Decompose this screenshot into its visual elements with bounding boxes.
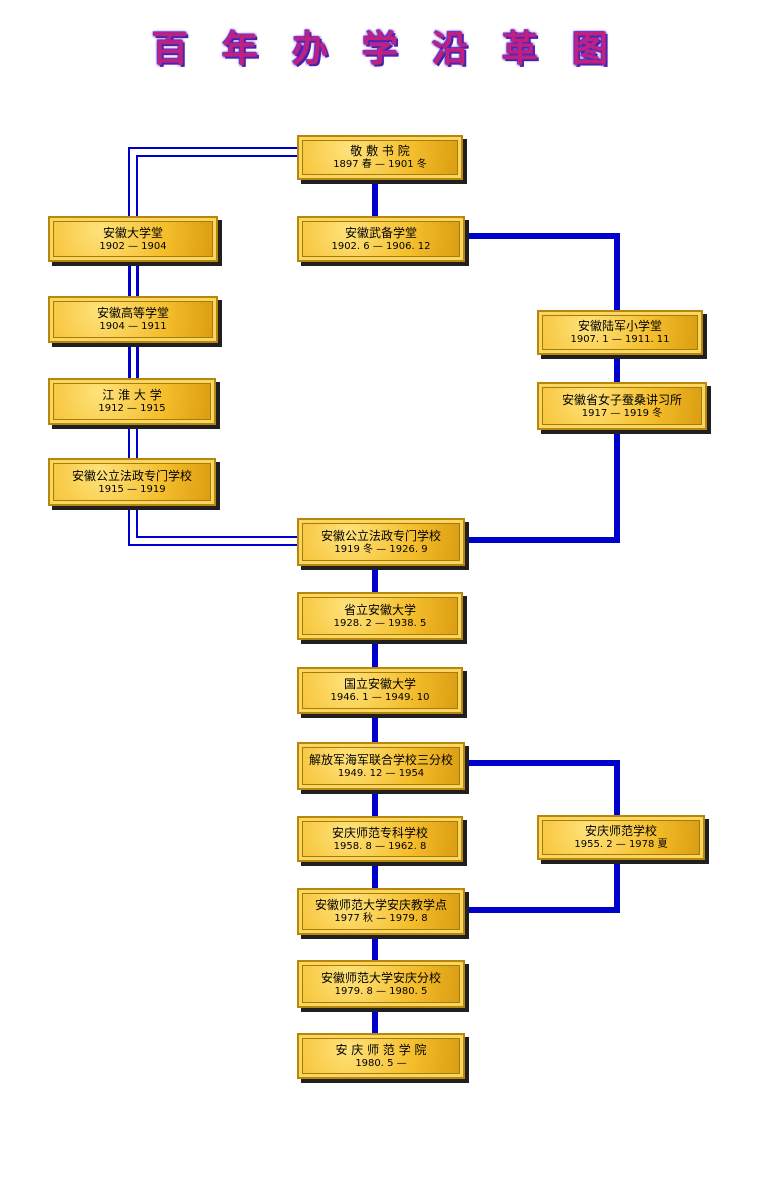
node-jianghuai: 江 淮 大 学 1912 — 1915 (48, 378, 216, 425)
node-shifanxuexiao: 安庆师范学校 1955. 2 — 1978 夏 (537, 815, 705, 860)
node-name: 解放军海军联合学校三分校 (308, 752, 453, 767)
node-name: 安庆师范学校 (584, 824, 657, 838)
node-name: 江 淮 大 学 (102, 388, 162, 402)
node-dates: 1902 — 1904 (99, 240, 167, 252)
node-dates: 1928. 2 — 1938. 5 (333, 617, 427, 629)
node-dates: 1955. 2 — 1978 夏 (574, 839, 668, 850)
node-fenxiao: 安徽师范大学安庆分校 1979. 8 — 1980. 5 (297, 960, 465, 1008)
node-jiefangjun: 解放军海军联合学校三分校 1949. 12 — 1954 (297, 742, 465, 790)
node-name: 安徽师范大学安庆分校 (320, 970, 441, 985)
node-name: 安徽师范大学安庆教学点 (314, 898, 447, 912)
node-name: 安徽省女子蚕桑讲习所 (561, 392, 682, 407)
node-shengli: 省立安徽大学 1928. 2 — 1938. 5 (297, 592, 463, 640)
node-gaodeng: 安徽高等学堂 1904 — 1911 (48, 296, 218, 343)
node-name: 省立安徽大学 (343, 602, 416, 617)
title-char: 革 (501, 29, 538, 70)
node-dates: 1915 — 1919 (98, 483, 166, 495)
diagram-title: 百年办学沿革图 (0, 28, 760, 88)
title-char: 沿 (431, 29, 468, 70)
node-name: 安庆师范专科学校 (331, 825, 428, 840)
node-name: 安徽公立法政专门学校 (320, 528, 441, 543)
node-fazheng-1915: 安徽公立法政专门学校 1915 — 1919 (48, 458, 216, 506)
node-dates: 1980. 5 — (355, 1057, 407, 1069)
node-xueyuan: 安 庆 师 范 学 院 1980. 5 — (297, 1033, 465, 1079)
node-name: 国立安徽大学 (343, 677, 416, 691)
node-daxuetang: 安徽大学堂 1902 — 1904 (48, 216, 218, 262)
node-name: 敬 敷 书 院 (350, 144, 410, 158)
node-dates: 1912 — 1915 (98, 403, 166, 414)
node-dates: 1902. 6 — 1906. 12 (331, 240, 431, 252)
main-connector (372, 180, 620, 1033)
node-name: 安徽大学堂 (102, 225, 163, 240)
node-dates: 1958. 8 — 1962. 8 (333, 840, 427, 852)
node-dates: 1977 秋 — 1979. 8 (334, 913, 428, 924)
title-char: 办 (291, 29, 328, 70)
title-char: 图 (571, 29, 608, 70)
node-fazheng-1919: 安徽公立法政专门学校 1919 冬 — 1926. 9 (297, 518, 465, 566)
node-name: 安徽公立法政专门学校 (71, 468, 192, 483)
node-wubei: 安徽武备学堂 1902. 6 — 1906. 12 (297, 216, 465, 262)
node-guoli: 国立安徽大学 1946. 1 — 1949. 10 (297, 667, 463, 714)
node-dates: 1897 春 — 1901 冬 (333, 159, 427, 170)
node-name: 安徽陆军小学堂 (577, 319, 662, 333)
node-name: 安徽武备学堂 (344, 225, 417, 240)
node-name: 安徽高等学堂 (96, 306, 169, 320)
node-dates: 1907. 1 — 1911. 11 (570, 334, 670, 345)
node-lujun: 安徽陆军小学堂 1907. 1 — 1911. 11 (537, 310, 703, 355)
node-dates: 1949. 12 — 1954 (337, 767, 425, 779)
node-dates: 1904 — 1911 (99, 321, 167, 332)
node-name: 安 庆 师 范 学 院 (335, 1042, 427, 1057)
node-dates: 1946. 1 — 1949. 10 (330, 692, 430, 703)
node-dates: 1979. 8 — 1980. 5 (334, 985, 428, 997)
node-nvzi: 安徽省女子蚕桑讲习所 1917 — 1919 冬 (537, 382, 707, 430)
title-char: 百 (151, 29, 188, 70)
title-char: 年 (221, 29, 258, 70)
node-jingfu: 敬 敷 书 院 1897 春 — 1901 冬 (297, 135, 463, 180)
node-dates: 1919 冬 — 1926. 9 (334, 543, 428, 555)
node-jiaoxuedian: 安徽师范大学安庆教学点 1977 秋 — 1979. 8 (297, 888, 465, 935)
title-char: 学 (361, 29, 398, 70)
node-zhuanke: 安庆师范专科学校 1958. 8 — 1962. 8 (297, 816, 463, 862)
double-connector-left (128, 147, 299, 546)
node-dates: 1917 — 1919 冬 (581, 407, 663, 419)
